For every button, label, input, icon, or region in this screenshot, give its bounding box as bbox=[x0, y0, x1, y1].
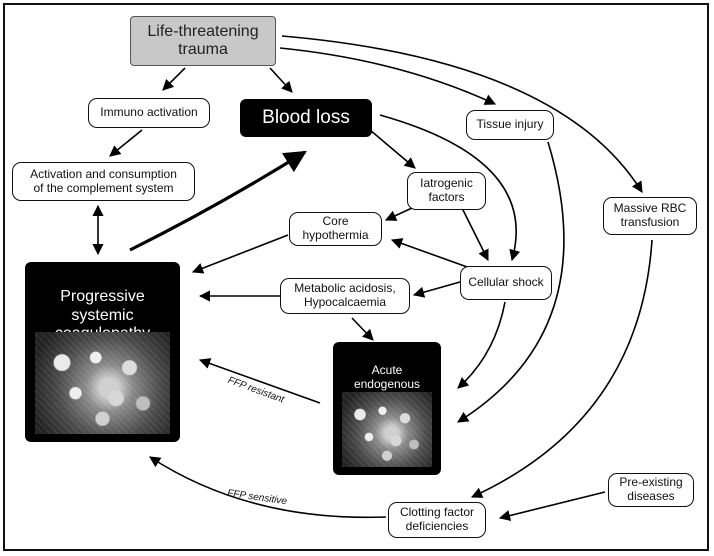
micrograph-image bbox=[342, 392, 432, 467]
arrow-acute-progressive bbox=[198, 358, 321, 404]
arrow-rbc-clotting bbox=[470, 239, 653, 498]
micrograph-image bbox=[35, 332, 170, 434]
node-cellular-shock: Cellular shock bbox=[460, 266, 552, 300]
node-life-threatening-trauma: Life-threatening trauma bbox=[130, 16, 276, 66]
arrow-acidosis-acute bbox=[351, 317, 374, 341]
node-clotting-factor-deficiencies: Clotting factor deficiencies bbox=[388, 502, 486, 538]
arrow-trauma-tissue bbox=[279, 47, 497, 105]
arrow-trauma-bloodloss bbox=[269, 67, 293, 93]
arrow-tissue-acute bbox=[457, 141, 565, 423]
node-iatrogenic-factors: Iatrogenic factors bbox=[407, 172, 486, 210]
arrow-bloodloss-shock bbox=[379, 114, 521, 262]
arrow-trauma-rbc bbox=[281, 35, 643, 193]
node-immuno-activation: Immuno activation bbox=[88, 98, 210, 128]
arrow-shock-hypothermia bbox=[390, 238, 471, 269]
node-massive-rbc-transfusion: Massive RBC transfusion bbox=[603, 197, 697, 235]
node-blood-loss: Blood loss bbox=[240, 99, 372, 137]
arrow-iatrogenic-hypothermia bbox=[384, 207, 413, 221]
node-progressive-systemic-coagulopathy: Progressive systemic coagulopathy bbox=[25, 262, 180, 442]
arrow-trauma-immuno bbox=[162, 67, 186, 91]
arrow-shock-acute bbox=[457, 301, 506, 389]
node-core-hypothermia: Core hypothermia bbox=[289, 212, 382, 246]
node-metabolic-acidosis: Metabolic acidosis, Hypocalcaemia bbox=[280, 278, 410, 314]
arrow-hypothermia-progressive bbox=[191, 234, 289, 274]
node-preexisting-diseases: Pre-existing diseases bbox=[608, 473, 694, 507]
diagram-frame bbox=[3, 3, 709, 551]
arrow-shock-acidosis bbox=[412, 281, 461, 298]
node-tissue-injury: Tissue injury bbox=[466, 110, 554, 140]
arrow-clotting-progressive bbox=[149, 456, 387, 519]
node-complement-activation: Activation and consumption of the comple… bbox=[12, 162, 195, 201]
arrow-immuno-complement bbox=[109, 129, 143, 157]
arrow-iatrogenic-shock bbox=[461, 207, 489, 262]
arrow-preexisting-clotting bbox=[498, 491, 606, 522]
arrow-bloodloss-iatrogenic bbox=[369, 129, 416, 169]
node-acute-endogenous-coagulopathy: Acute endogenous coagulopathy bbox=[333, 342, 441, 475]
arrow-progressive-bloodloss bbox=[129, 150, 307, 252]
